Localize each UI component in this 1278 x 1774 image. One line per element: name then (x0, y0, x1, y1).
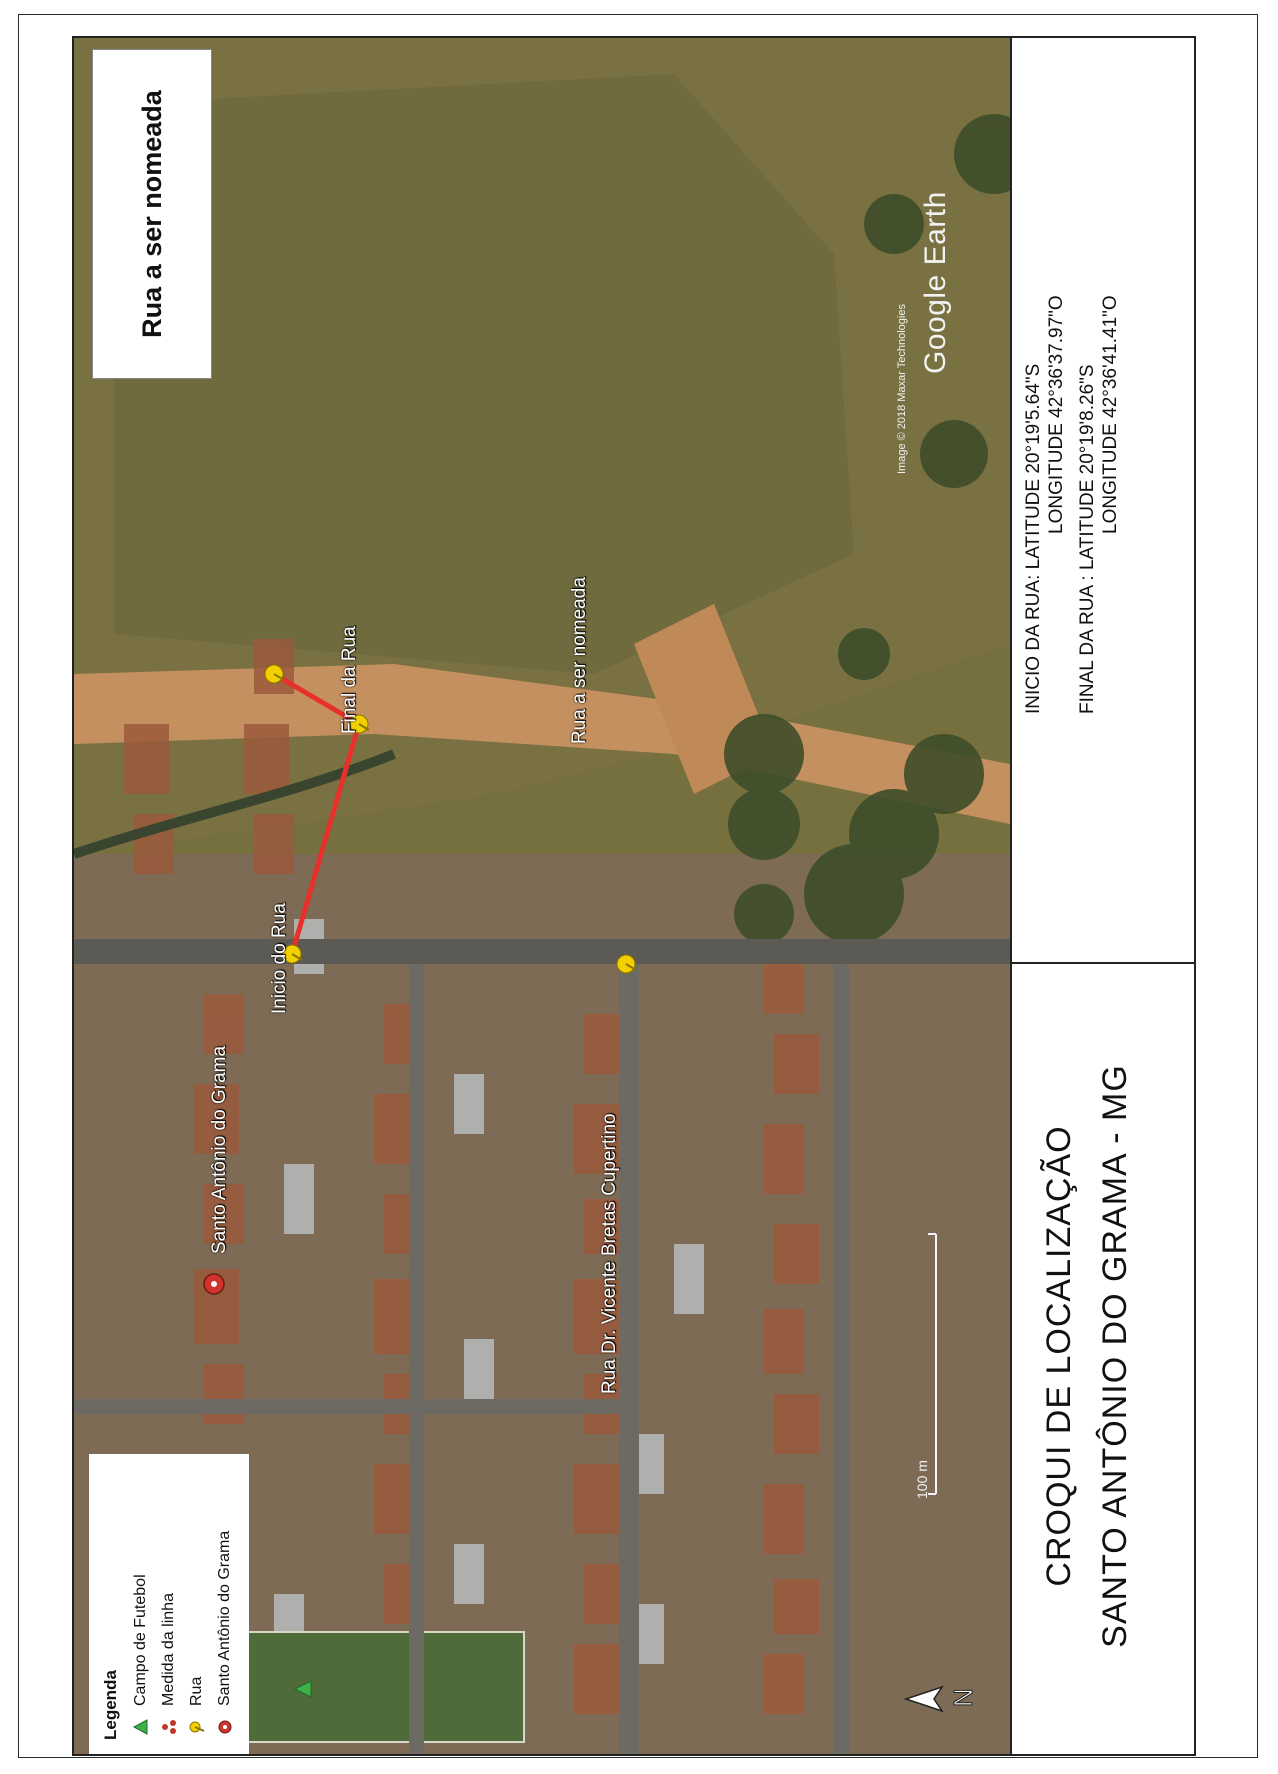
map-canvas (74, 38, 1010, 1754)
croqui-title-block: CROQUI DE LOCALIZAÇÃO SANTO ANTÔNIO DO G… (1012, 976, 1194, 1736)
scale-bar: 100 m (914, 1229, 946, 1499)
info-panel: CROQUI DE LOCALIZAÇÃO SANTO ANTÔNIO DO G… (1012, 36, 1196, 1756)
label-town: Santo Antônio do Grama (209, 1045, 230, 1254)
map-title-box: Rua a ser nomeada (92, 49, 212, 379)
info-divider (1012, 962, 1194, 964)
tree-canopy (724, 114, 1010, 944)
legend-label: Medida da linha (160, 1593, 177, 1706)
scale-label: 100 m (914, 1460, 930, 1499)
north-arrow-icon: N (902, 1669, 982, 1729)
main-street (74, 939, 1010, 964)
side-street-1 (409, 964, 424, 1754)
label-street: Rua Dr. Vicente Bretas Cupertino (599, 1113, 620, 1394)
creek (74, 749, 396, 859)
google-earth-logo: Google Earth (919, 191, 952, 374)
label-named: Rua a ser nomeada (569, 577, 590, 744)
legend: Legenda Campo de Futebol Medida da linha… (89, 1454, 249, 1754)
pushpin-start[interactable] (282, 944, 303, 964)
pushpin-icon (188, 1714, 206, 1740)
coordinates-block: INICIO DA RUA: LATITUDE 20°19'5.64"S LON… (1012, 54, 1194, 714)
map-title: Rua a ser nomeada (136, 90, 167, 338)
soccer-field (194, 1632, 524, 1742)
legend-label: Rua (188, 1676, 205, 1706)
final-latitude: FINAL DA RUA : LATITUDE 20°19'8.26"S (1077, 364, 1098, 714)
town-place-marker[interactable] (203, 1273, 225, 1295)
soccer-field-icon (132, 1714, 150, 1740)
legend-label: Campo de Futebol (132, 1574, 149, 1706)
label-start: Inicio do Rua (269, 903, 290, 1014)
place-marker-icon (216, 1714, 234, 1740)
field-patch (114, 74, 854, 674)
croqui-sheet: Final da Rua Rua a ser nomeada Inicio do… (72, 0, 1196, 1756)
inicio-latitude: INICIO DA RUA: LATITUDE 20°19'5.64"S (1023, 363, 1044, 714)
satellite-map[interactable]: Final da Rua Rua a ser nomeada Inicio do… (72, 36, 1012, 1756)
label-end: Final da Rua (339, 626, 360, 734)
legend-label: Santo Antônio do Grama (216, 1530, 233, 1706)
cross-street (74, 1399, 619, 1414)
svg-text:N: N (948, 1688, 978, 1707)
legend-item-measure: Medida da linha (155, 1468, 183, 1740)
croqui-place: SANTO ANTÔNIO DO GRAMA - MG (1096, 1064, 1134, 1648)
legend-item-soccer: Campo de Futebol (127, 1468, 155, 1740)
bare-earth-strip (74, 664, 1010, 824)
pushpin-bend[interactable] (349, 714, 370, 734)
inicio-longitude: LONGITUDE 42°36'37.97"O (1046, 295, 1067, 534)
legend-item-town: Santo Antônio do Grama (211, 1468, 239, 1740)
croqui-title: CROQUI DE LOCALIZAÇÃO (1040, 1125, 1078, 1587)
soccer-field-marker[interactable] (293, 1680, 312, 1698)
pushpin-cupertino[interactable] (616, 954, 637, 974)
imagery-credit: Image © 2018 Maxar Technologies (896, 304, 908, 474)
legend-item-rua: Rua (183, 1468, 211, 1740)
back-street (834, 964, 849, 1754)
cupertino-street (619, 964, 639, 1754)
final-longitude: LONGITUDE 42°36'41.41"O (1100, 295, 1121, 534)
line-measure-icon (160, 1714, 178, 1740)
legend-title: Legenda (101, 1670, 120, 1740)
sheet-border (18, 14, 1258, 1758)
pushpin-end[interactable] (264, 664, 285, 684)
